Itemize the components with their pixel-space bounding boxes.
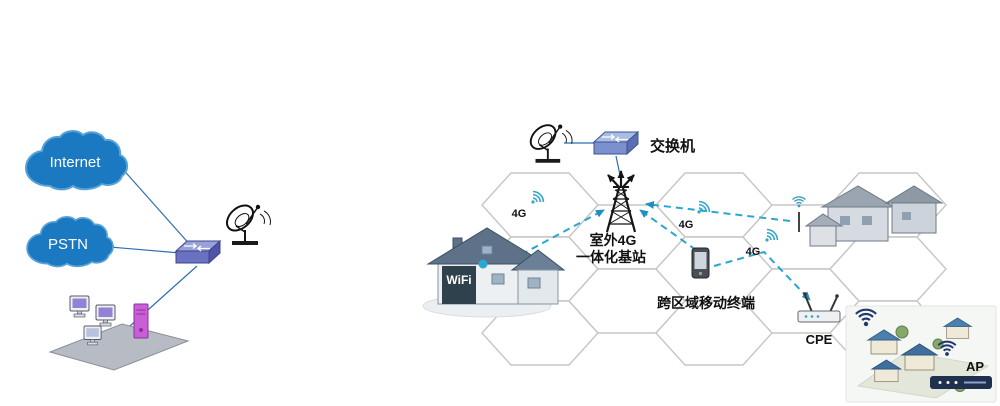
- signal-4g-right: 4G: [746, 226, 781, 258]
- link-house-to-basestation: [499, 209, 605, 267]
- router-icon: [174, 239, 222, 265]
- tree-icon: [932, 338, 944, 350]
- wifi-access-point-dot: [478, 259, 488, 269]
- cpe-label: CPE: [806, 332, 833, 347]
- internet-label: Internet: [50, 154, 102, 171]
- pstn-cloud: PSTN: [26, 216, 114, 268]
- ap-label: AP: [966, 359, 984, 374]
- pstn-label: PSTN: [48, 236, 88, 253]
- ap-device-bar: [930, 376, 992, 389]
- workstation-icon: [95, 304, 116, 327]
- signal-4g-label: 4G: [746, 246, 761, 258]
- ap-village-icon: AP: [845, 305, 997, 403]
- workstation-icon: [83, 325, 102, 346]
- satellite-dish-icon: [225, 204, 271, 245]
- satellite-dish-icon: [529, 124, 573, 163]
- switch-icon: [592, 130, 640, 156]
- signal-4g-label: 4G: [512, 208, 527, 220]
- link-phone-to-cpe: [713, 250, 811, 301]
- tree-icon: [895, 325, 909, 339]
- wifi-house-icon: WiFi: [422, 227, 566, 318]
- wireless-links: [499, 200, 811, 301]
- base-station-label-line2: 一体化基站: [576, 249, 646, 265]
- cellular-hex-grid: [481, 172, 947, 366]
- house-icon: [942, 317, 973, 339]
- link-pstn-router: [109, 246, 181, 254]
- signal-4g-label: 4G: [679, 219, 694, 231]
- lan-platform: [48, 323, 190, 371]
- workstation-icon: [69, 295, 90, 318]
- signal-4g-left: 4G: [512, 188, 547, 220]
- base-station-icon: [605, 170, 637, 233]
- lan-computers-icon: [48, 295, 190, 371]
- link-internet-router: [119, 165, 193, 248]
- house-icon: [866, 329, 902, 355]
- house-icon: [870, 359, 903, 383]
- house-icon: [900, 343, 939, 371]
- wifi-badge: [442, 266, 476, 304]
- signal-4g-middle: 4G: [679, 198, 713, 231]
- internet-cloud: Internet: [25, 130, 129, 191]
- wifi-label: WiFi: [446, 273, 471, 287]
- server-tower-icon: [133, 303, 149, 339]
- mobile-phone-icon: [691, 247, 710, 279]
- link-village-to-basestation: [645, 200, 791, 222]
- base-station-label-line1: 室外4G: [590, 232, 637, 248]
- village-houses-icon: [791, 185, 944, 247]
- mobile-terminal-label: 跨区域移动终端: [657, 295, 755, 311]
- switch-label: 交换机: [650, 137, 695, 155]
- cpe-router-icon: [797, 292, 841, 323]
